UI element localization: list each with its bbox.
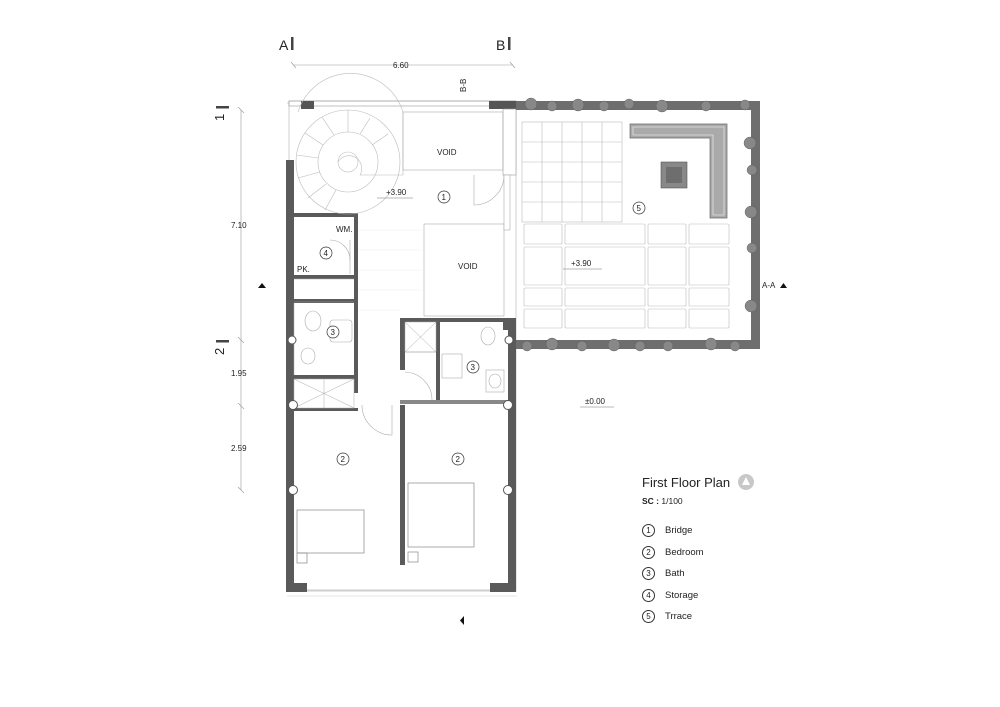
legend-item: 2 Bedroom xyxy=(642,542,862,564)
svg-text:A-A: A-A xyxy=(762,281,776,290)
bath-fixtures xyxy=(300,310,505,393)
beds xyxy=(296,482,475,564)
level-label-terrace: +3.90 xyxy=(571,259,592,268)
legend-item: 3 Bath xyxy=(642,563,862,585)
section-arrow-bottom xyxy=(460,616,464,625)
legend-label: Bridge xyxy=(665,525,693,537)
legend-label: Bath xyxy=(665,568,685,580)
main-building xyxy=(286,100,517,597)
window-right-upper xyxy=(503,174,511,231)
wm-label: WM. xyxy=(336,225,352,234)
legend-title-row: First Floor Plan xyxy=(642,474,862,490)
svg-text:2: 2 xyxy=(212,348,227,355)
dimension-label-259: 2.59 xyxy=(231,444,247,453)
svg-text:B: B xyxy=(496,37,505,53)
tag-bath-right: 3 xyxy=(471,363,476,372)
legend-label: Bedroom xyxy=(665,546,704,558)
legend-list: 1 Bridge 2 Bedroom 3 Bath 4 Storage 5 Trrace xyxy=(642,520,862,628)
north-arrow-icon xyxy=(738,474,755,490)
level-label-bridge: +3.90 xyxy=(386,188,407,197)
room-tags xyxy=(319,190,646,466)
tag-bedroom-right: 2 xyxy=(456,455,461,464)
legend-number: 3 xyxy=(642,567,655,581)
pk-label: PK. xyxy=(297,265,310,274)
section-marker-2: 2 xyxy=(212,340,229,355)
scale-value: 1/100 xyxy=(661,496,683,506)
section-label-aa: A-A xyxy=(762,281,787,290)
tag-bedroom-left: 2 xyxy=(341,455,346,464)
tag-bridge: 1 xyxy=(442,193,447,202)
section-marker-a: A xyxy=(279,37,294,53)
tag-bath-left: 3 xyxy=(331,328,336,337)
legend-label: Storage xyxy=(665,589,699,601)
door-swings xyxy=(329,174,505,436)
section-marker-b: B xyxy=(496,37,511,53)
legend-title: First Floor Plan xyxy=(642,474,731,490)
section-arrow-left xyxy=(258,283,266,288)
terrace xyxy=(516,97,760,352)
dimension-top xyxy=(290,61,516,69)
closet-hatch xyxy=(293,278,437,409)
legend-number: 4 xyxy=(642,588,655,602)
tag-terrace: 5 xyxy=(637,204,642,213)
scale-label: SC : xyxy=(642,496,659,506)
void-label-top: VOID xyxy=(437,148,457,157)
legend-item: 4 Storage xyxy=(642,585,862,607)
column-circles xyxy=(287,335,514,495)
void-label-middle: VOID xyxy=(458,262,478,271)
legend-number: 1 xyxy=(642,524,655,538)
legend-number: 5 xyxy=(642,610,655,624)
legend-scale: SC : 1/100 xyxy=(642,496,862,506)
legend-item: 1 Bridge xyxy=(642,520,862,542)
level-label-ground: ±0.00 xyxy=(585,397,606,406)
spiral-stair xyxy=(295,73,404,215)
section-label-bb: B-B xyxy=(459,79,468,92)
dimension-label-195: 1.95 xyxy=(231,369,247,378)
bridge-floor-lines xyxy=(358,229,424,311)
tag-storage: 4 xyxy=(324,249,329,258)
svg-text:1: 1 xyxy=(212,114,227,121)
legend-label: Trrace xyxy=(665,611,693,623)
section-marker-1: 1 xyxy=(212,106,229,121)
legend-number: 2 xyxy=(642,545,655,559)
dimension-label-710: 7.10 xyxy=(231,221,247,230)
dimension-left xyxy=(237,106,245,494)
plan-legend: First Floor Plan SC : 1/100 1 Bridge 2 Bed… xyxy=(642,474,862,628)
svg-text:A: A xyxy=(279,37,289,53)
dimension-top-label: 6.60 xyxy=(393,61,409,70)
void-area-top xyxy=(402,111,504,171)
legend-item: 5 Trrace xyxy=(642,606,862,628)
